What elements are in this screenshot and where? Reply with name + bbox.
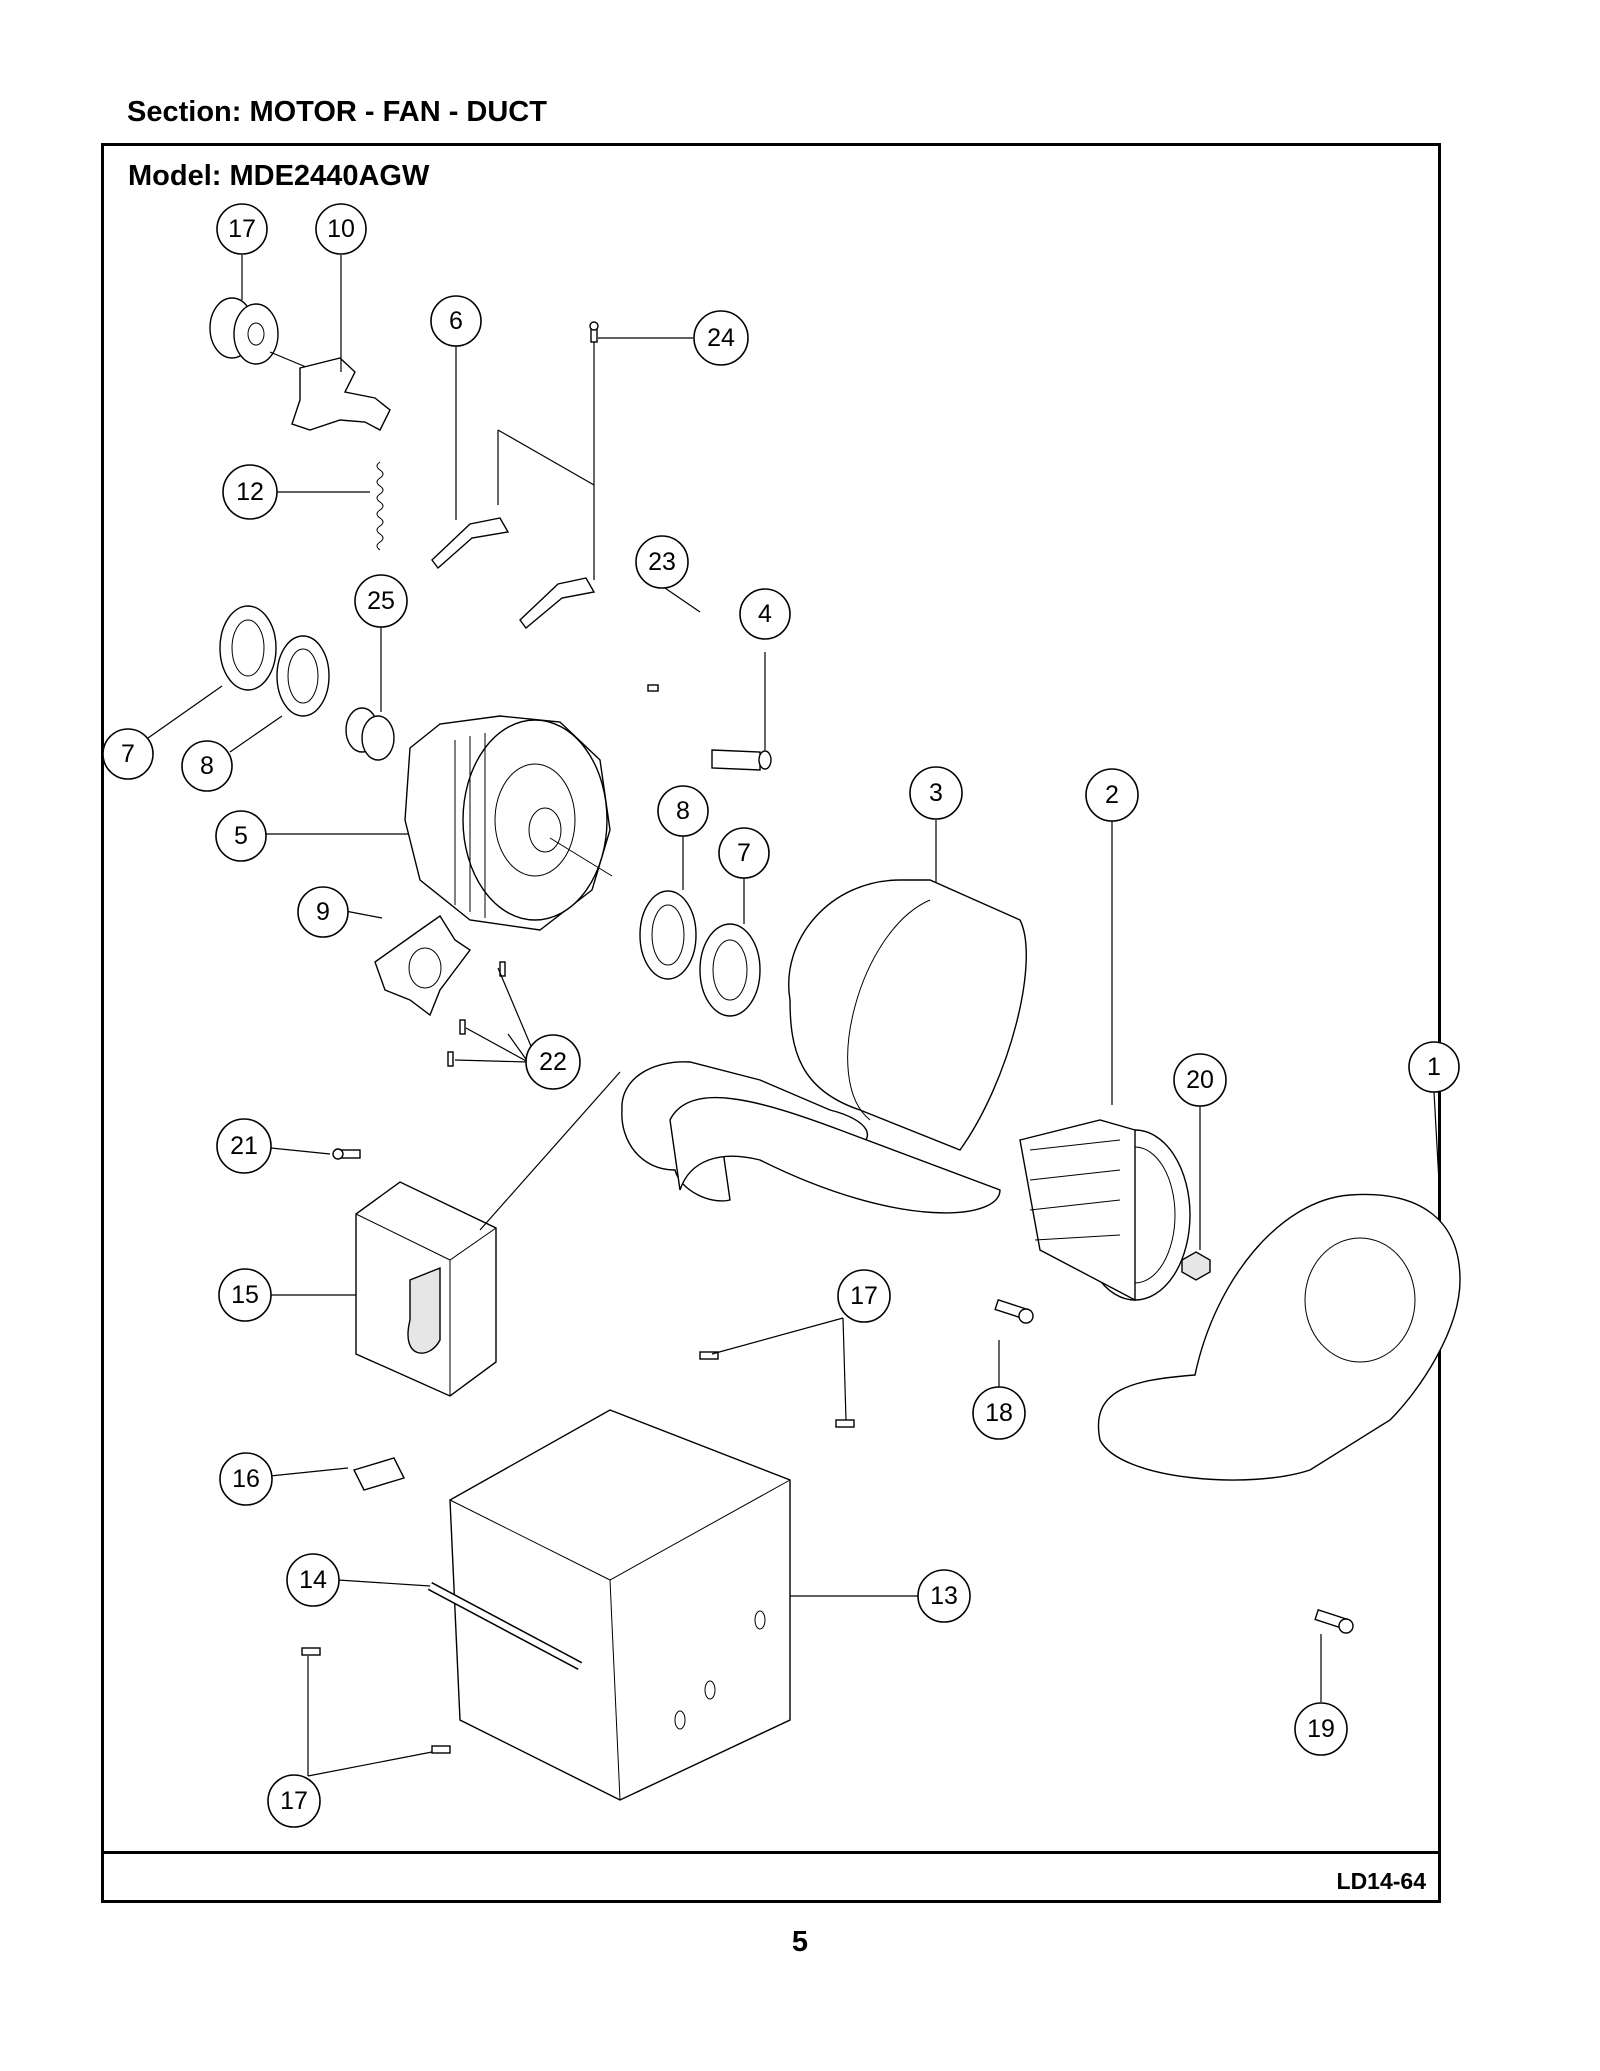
svg-text:3: 3 xyxy=(929,779,943,807)
svg-text:4: 4 xyxy=(758,600,772,628)
part-screw-24 xyxy=(589,321,599,343)
callout-25: 25 xyxy=(354,574,408,628)
svg-text:15: 15 xyxy=(231,1281,259,1309)
svg-text:17: 17 xyxy=(850,1282,878,1310)
callout-7-left: 7 xyxy=(102,728,154,780)
callout-15: 15 xyxy=(218,1268,272,1322)
callout-24: 24 xyxy=(693,310,749,366)
callout-18: 18 xyxy=(972,1386,1026,1440)
svg-text:25: 25 xyxy=(367,587,395,615)
part-motor-fan xyxy=(374,915,472,1017)
svg-text:7: 7 xyxy=(121,740,135,768)
svg-text:24: 24 xyxy=(707,324,735,352)
part-idler-bracket xyxy=(269,351,391,431)
svg-text:1: 1 xyxy=(1427,1053,1441,1081)
callout-11: 17 xyxy=(216,203,268,255)
callout-17-top: 17 xyxy=(837,1269,891,1323)
svg-text:16: 16 xyxy=(232,1465,260,1493)
svg-text:14: 14 xyxy=(299,1566,327,1594)
part-screw-19 xyxy=(1314,1609,1354,1634)
part-motor xyxy=(404,715,613,931)
callout-8-right: 8 xyxy=(657,785,709,837)
part-blower-wheel xyxy=(1019,1119,1191,1302)
part-small-pad xyxy=(353,1457,405,1491)
callout-17-bottom: 17 xyxy=(267,1774,321,1828)
callout-7-right: 7 xyxy=(718,827,770,879)
svg-text:8: 8 xyxy=(200,752,214,780)
callout-5: 5 xyxy=(215,810,267,862)
svg-text:6: 6 xyxy=(449,307,463,335)
reference-code: LD14-64 xyxy=(1336,1868,1426,1894)
callout-3: 3 xyxy=(909,766,963,820)
part-screw-18 xyxy=(994,1299,1034,1324)
part-nut xyxy=(1181,1251,1211,1281)
footer-divider xyxy=(104,1851,1438,1854)
part-motor-straps xyxy=(431,517,596,630)
part-motor-pulley xyxy=(345,707,395,761)
svg-text:7: 7 xyxy=(737,839,751,867)
part-screw-21 xyxy=(332,1148,361,1160)
svg-text:22: 22 xyxy=(539,1048,567,1076)
svg-text:23: 23 xyxy=(648,548,676,576)
part-support-rod xyxy=(427,1582,583,1670)
leader-lines xyxy=(147,255,1441,1777)
svg-text:21: 21 xyxy=(230,1132,258,1160)
svg-text:13: 13 xyxy=(930,1582,958,1610)
svg-text:12: 12 xyxy=(236,478,264,506)
callout-4: 4 xyxy=(739,588,791,640)
section-title: Section: MOTOR - FAN - DUCT xyxy=(127,96,547,128)
svg-text:10: 10 xyxy=(327,215,355,243)
part-spring xyxy=(376,461,384,551)
part-blower-housing xyxy=(788,879,1027,1151)
svg-text:17: 17 xyxy=(228,215,256,243)
callout-14: 14 xyxy=(286,1553,340,1607)
part-seals-left xyxy=(219,605,330,717)
part-motor-mount-frame xyxy=(449,1409,791,1801)
part-blower-cover xyxy=(1097,1193,1461,1481)
svg-text:8: 8 xyxy=(676,797,690,825)
svg-text:9: 9 xyxy=(316,898,330,926)
callout-21: 21 xyxy=(216,1118,272,1174)
callout-6: 6 xyxy=(430,295,482,347)
callout-19: 19 xyxy=(1294,1702,1348,1756)
callout-13: 13 xyxy=(917,1569,971,1623)
callout-20: 20 xyxy=(1173,1053,1227,1107)
callout-12: 12 xyxy=(222,464,278,520)
callout-10: 10 xyxy=(315,203,367,255)
part-idler-pulley xyxy=(209,297,279,365)
svg-text:19: 19 xyxy=(1307,1715,1335,1743)
svg-text:17: 17 xyxy=(280,1787,308,1815)
svg-text:20: 20 xyxy=(1186,1066,1214,1094)
page-number: 5 xyxy=(791,1926,809,1958)
part-duct xyxy=(621,1061,1001,1214)
part-clips xyxy=(447,961,506,1067)
part-screws-17 xyxy=(301,1351,855,1754)
diagram-frame: Model: MDE2440AGW LD14-64 xyxy=(101,143,1441,1903)
svg-text:18: 18 xyxy=(985,1399,1013,1427)
callout-9: 9 xyxy=(297,886,349,938)
svg-text:5: 5 xyxy=(234,822,248,850)
part-motor-box xyxy=(355,1181,497,1397)
callout-2: 2 xyxy=(1085,768,1139,822)
part-sensor-bracket xyxy=(647,684,772,771)
model-title: Model: MDE2440AGW xyxy=(128,160,430,192)
callout-1: 1 xyxy=(1408,1041,1460,1093)
part-seals-right xyxy=(639,890,761,1017)
callout-23: 23 xyxy=(635,535,689,589)
callout-22: 22 xyxy=(525,1034,581,1090)
callout-8-left: 8 xyxy=(181,740,233,792)
callout-16: 16 xyxy=(219,1452,273,1506)
svg-text:2: 2 xyxy=(1105,781,1119,809)
